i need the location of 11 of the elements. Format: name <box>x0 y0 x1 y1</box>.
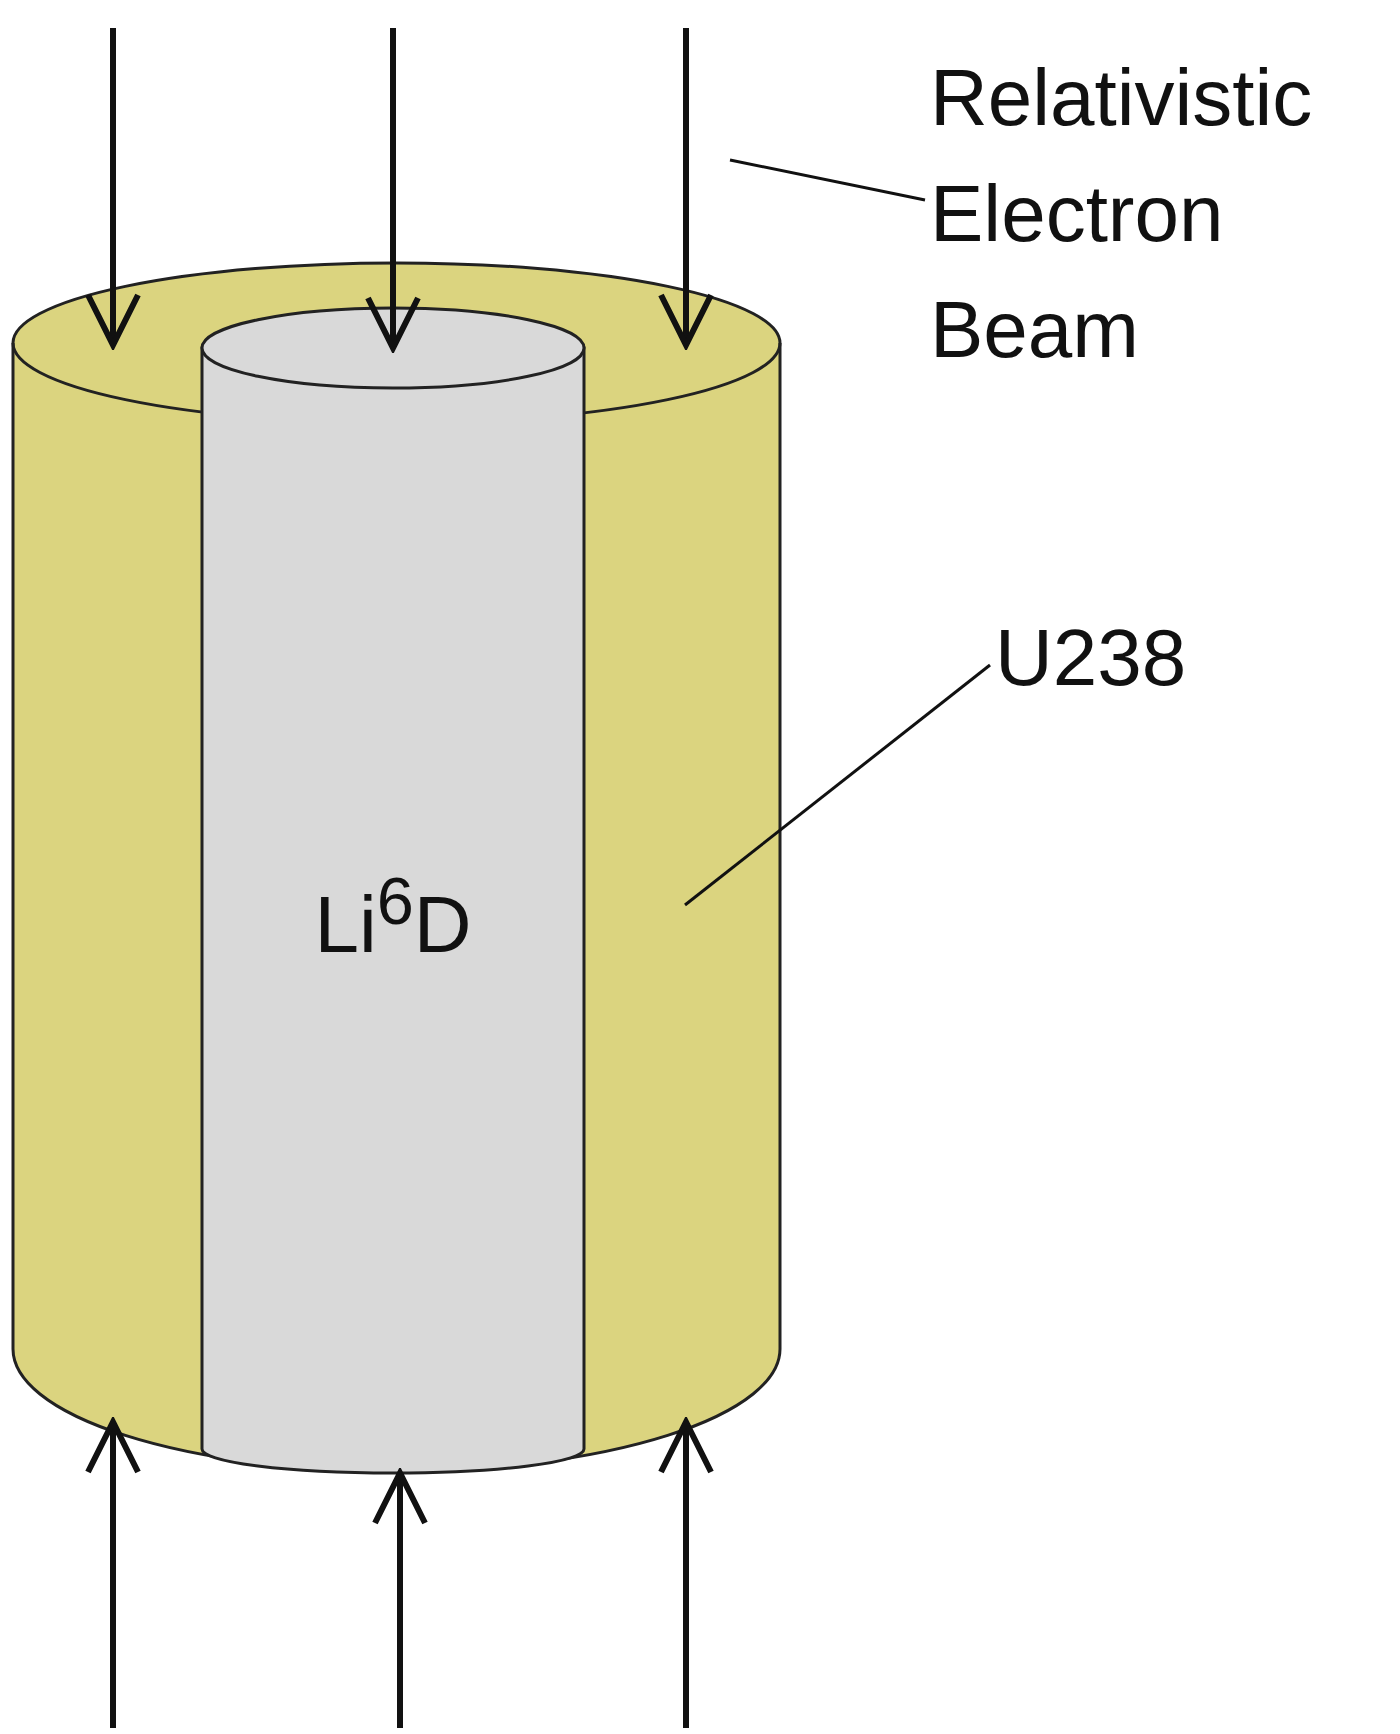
beam-arrow <box>85 28 141 348</box>
part-label: Relativistic Electron Beam <box>930 52 1314 376</box>
beam-arrow <box>365 28 421 351</box>
leader-line <box>729 158 926 202</box>
beam-arrow <box>658 28 714 348</box>
beam-arrow <box>658 1419 714 1728</box>
beam-arrow <box>85 1419 141 1728</box>
part-label: U238 <box>995 612 1188 704</box>
leader-line <box>684 663 991 907</box>
material-label: Li$^{6}$D <box>313 863 473 971</box>
beam-arrow <box>372 1470 428 1728</box>
